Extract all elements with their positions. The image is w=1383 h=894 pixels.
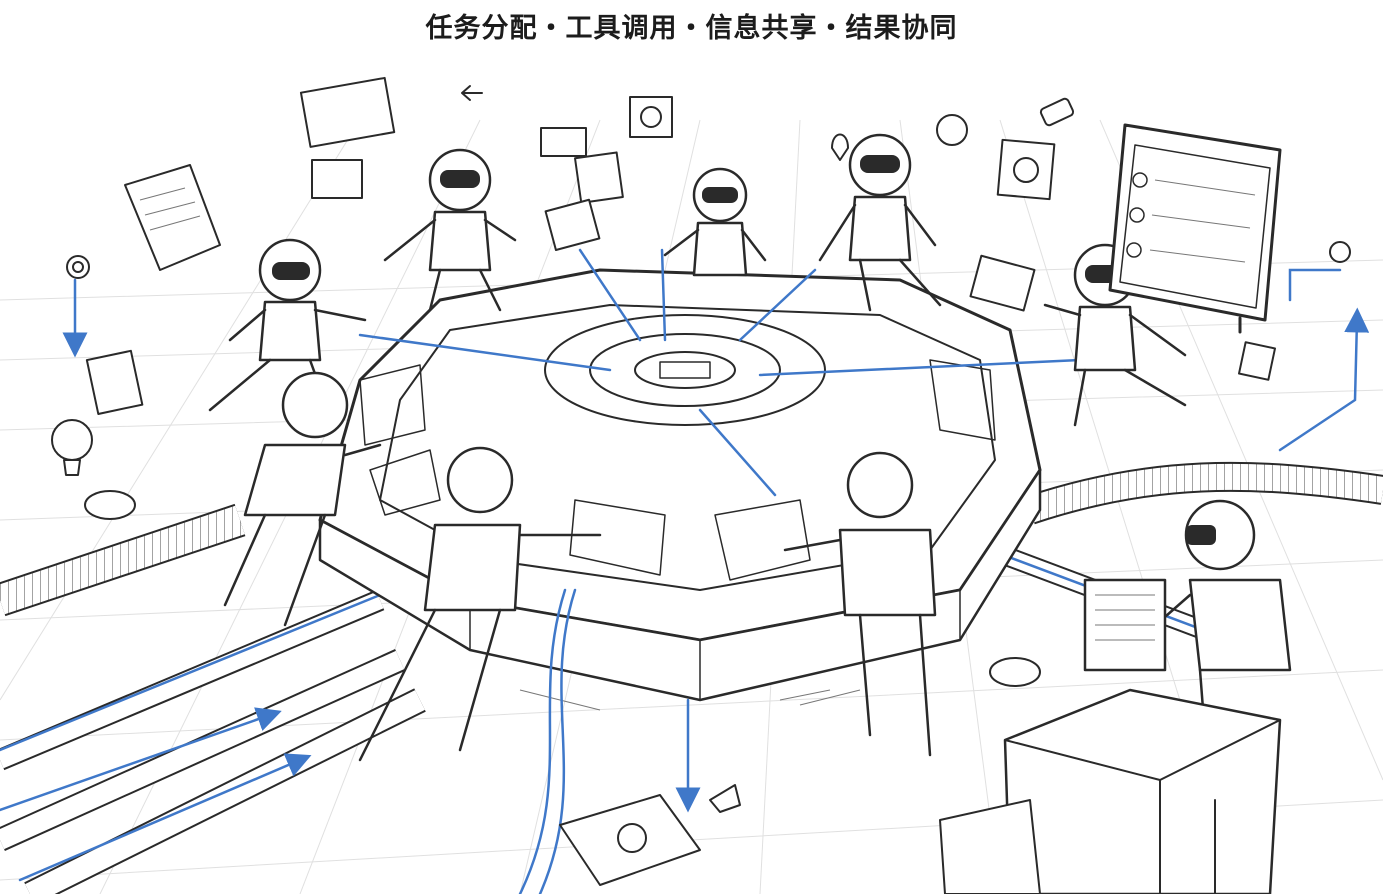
file-icon xyxy=(1238,341,1276,381)
wrench-icon xyxy=(709,784,741,813)
document-icon xyxy=(124,164,221,271)
target-icon xyxy=(66,255,90,279)
agent-robot-3 xyxy=(818,133,942,312)
data-links xyxy=(62,248,1370,894)
lightbulb-icon xyxy=(51,419,93,476)
pipes-left xyxy=(0,503,426,894)
octagon-console xyxy=(318,268,1042,711)
document-icon-2 xyxy=(299,76,396,148)
arrow-icon xyxy=(461,85,483,101)
chart-icon xyxy=(540,127,587,157)
gear-icon xyxy=(629,96,673,138)
warning-icon xyxy=(85,349,144,415)
tablet-icon xyxy=(544,198,601,252)
page-title: 任务分配・工具调用・信息共享・结果协同 xyxy=(425,13,958,44)
refresh-icon xyxy=(936,114,968,146)
document-floor-icon xyxy=(559,794,701,886)
tape-icon xyxy=(989,657,1041,687)
agent-robot-2 xyxy=(663,167,767,277)
document-icon-4 xyxy=(574,151,624,204)
agent-robot-9 xyxy=(1148,499,1292,802)
tool-cabinet xyxy=(939,578,1282,894)
monitor-board xyxy=(1108,123,1282,334)
checklist-icon xyxy=(969,254,1036,312)
agent-robot-1 xyxy=(383,148,517,312)
agent-robot-7 xyxy=(358,446,602,762)
target-icon-2 xyxy=(1329,241,1351,263)
pin-icon xyxy=(831,133,849,161)
monitor-icon xyxy=(996,138,1056,201)
agent-robot-8 xyxy=(783,451,937,757)
pipes-right xyxy=(986,461,1383,650)
agent-robot-6 xyxy=(223,371,382,627)
settings-icon xyxy=(84,490,136,520)
battery-icon xyxy=(1039,97,1075,127)
agent-robot-4 xyxy=(208,238,367,417)
document-icon-3 xyxy=(311,159,363,199)
